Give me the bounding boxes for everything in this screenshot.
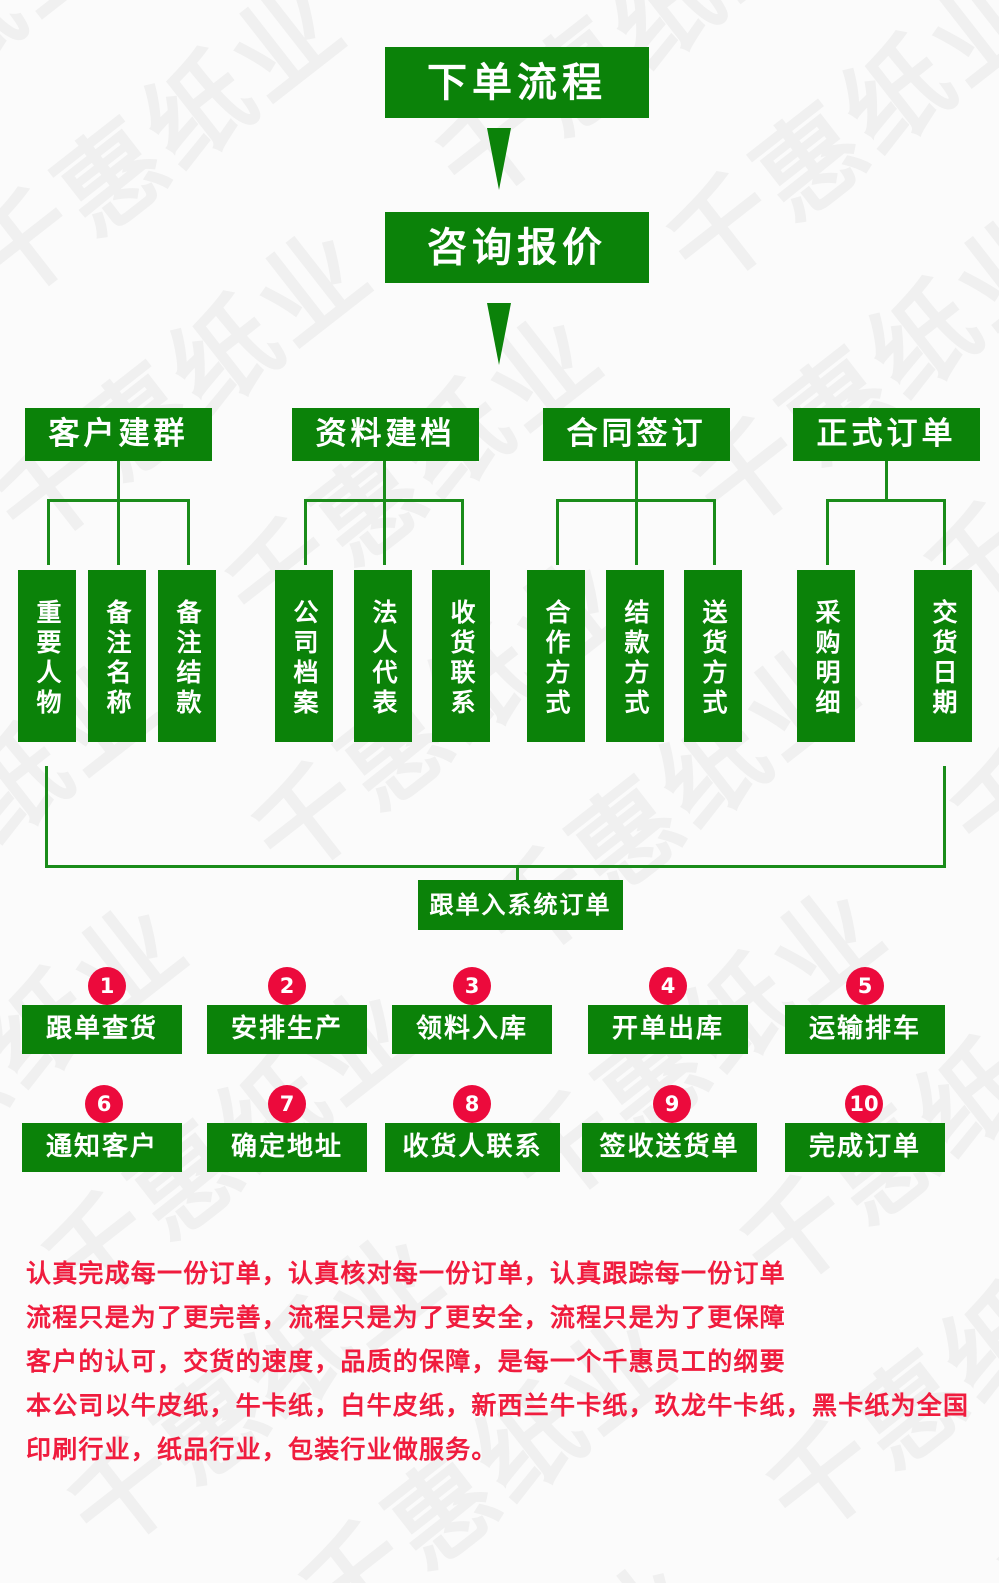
step-badge-9: 9 <box>653 1085 691 1123</box>
leaf-box-0-2: 备注结款 <box>158 570 216 742</box>
step-box-8: 收货人联系 <box>385 1123 560 1172</box>
connector-drop-0-2 <box>187 499 190 565</box>
category-box-0: 客户建群 <box>25 408 212 461</box>
footer-line-3: 客户的认可，交货的速度，品质的保障，是每一个千惠员工的纲要 <box>26 1347 786 1376</box>
leaf-box-3-1: 交货日期 <box>914 570 972 742</box>
connector-drop-1-2 <box>461 499 464 565</box>
step-badge-5: 5 <box>846 967 884 1005</box>
leaf-box-1-1: 法人代表 <box>354 570 412 742</box>
step-badge-4: 4 <box>649 967 687 1005</box>
connector-drop-1-1 <box>383 499 386 565</box>
step-box-7: 确定地址 <box>207 1123 367 1172</box>
step-badge-1: 1 <box>88 967 126 1005</box>
connector-stem-2 <box>635 461 638 502</box>
leaf-box-3-0: 采购明细 <box>797 570 855 742</box>
step-box-5: 运输排车 <box>785 1005 945 1054</box>
step-box-6: 通知客户 <box>22 1123 182 1172</box>
arrow-title-to-quote <box>487 128 511 190</box>
connector-drop-2-0 <box>556 499 559 565</box>
connector-drop-3-1 <box>943 499 946 565</box>
step-box-9: 签收送货单 <box>582 1123 757 1172</box>
converge-left-riser <box>45 766 48 868</box>
connector-drop-3-0 <box>826 499 829 565</box>
leaf-box-1-0: 公司档案 <box>275 570 333 742</box>
category-box-3: 正式订单 <box>793 408 980 461</box>
leaf-box-2-1: 结款方式 <box>606 570 664 742</box>
step-badge-3: 3 <box>453 967 491 1005</box>
leaf-box-1-2: 收货联系 <box>432 570 490 742</box>
footer-line-2: 流程只是为了更完善，流程只是为了更安全，流程只是为了更保障 <box>26 1303 786 1332</box>
step-badge-10: 10 <box>845 1085 883 1123</box>
footer-line-5: 印刷行业，纸品行业，包装行业做服务。 <box>26 1435 498 1464</box>
leaf-box-0-1: 备注名称 <box>88 570 146 742</box>
connector-drop-1-0 <box>304 499 307 565</box>
footer-slogan-block: 认真完成每一份订单，认真核对每一份订单，认真跟踪每一份订单 流程只是为了更完善，… <box>26 1252 976 1472</box>
connector-drop-2-2 <box>713 499 716 565</box>
connector-stem-3 <box>885 461 888 502</box>
connector-bar-3 <box>826 499 946 502</box>
connector-stem-1 <box>383 461 386 502</box>
connector-stem-0 <box>117 461 120 502</box>
category-box-2: 合同签订 <box>543 408 730 461</box>
converge-bottom-bar <box>45 865 946 868</box>
step-badge-6: 6 <box>85 1085 123 1123</box>
connector-drop-0-0 <box>47 499 50 565</box>
footer-line-1: 认真完成每一份订单，认真核对每一份订单，认真跟踪每一份订单 <box>26 1259 786 1288</box>
flow-quote-box: 咨询报价 <box>385 212 649 283</box>
step-box-1: 跟单查货 <box>22 1005 182 1054</box>
connector-drop-2-1 <box>635 499 638 565</box>
step-box-2: 安排生产 <box>207 1005 367 1054</box>
leaf-box-2-0: 合作方式 <box>527 570 585 742</box>
arrow-quote-to-categories <box>487 303 511 365</box>
step-badge-8: 8 <box>453 1085 491 1123</box>
category-box-1: 资料建档 <box>292 408 479 461</box>
leaf-box-0-0: 重要人物 <box>18 570 76 742</box>
leaf-box-2-2: 送货方式 <box>684 570 742 742</box>
flow-title-box: 下单流程 <box>385 47 649 118</box>
step-box-4: 开单出库 <box>588 1005 748 1054</box>
footer-line-4: 本公司以牛皮纸，牛卡纸，白牛皮纸，新西兰牛卡纸，玖龙牛卡纸，黑卡纸为全国 <box>26 1391 970 1420</box>
connector-drop-0-1 <box>117 499 120 565</box>
converge-right-riser <box>943 766 946 868</box>
step-box-10: 完成订单 <box>785 1123 945 1172</box>
step-badge-7: 7 <box>268 1085 306 1123</box>
step-box-3: 领料入库 <box>392 1005 552 1054</box>
system-order-box: 跟单入系统订单 <box>418 880 623 930</box>
step-badge-2: 2 <box>268 967 306 1005</box>
